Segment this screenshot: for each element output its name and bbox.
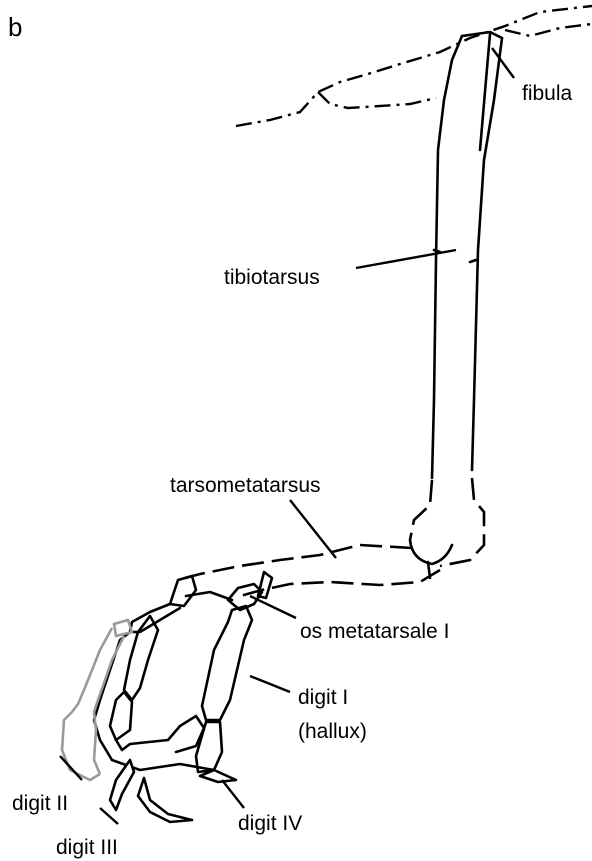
tibiotarsus-bone	[432, 32, 502, 478]
label-fibula: fibula	[522, 82, 573, 105]
label-digit-i: digit I	[298, 686, 348, 709]
leader-lines	[60, 48, 514, 824]
ankle-joint	[410, 478, 484, 578]
label-hallux: (hallux)	[298, 720, 367, 743]
panel-label: b	[8, 12, 22, 42]
digit-i-bones	[196, 572, 272, 782]
label-tarsometatarsus: tarsometatarsus	[170, 474, 321, 497]
tarsometatarsus-bone	[178, 545, 440, 596]
digit-ii-bones	[62, 620, 132, 780]
label-os-metatarsale-i: os metatarsale I	[300, 620, 449, 643]
label-digit-iii: digit III	[56, 836, 118, 859]
digit-iii-iv-bones	[94, 576, 232, 822]
label-digit-ii: digit II	[12, 792, 68, 815]
digit-ii-leader	[60, 756, 82, 780]
digit-i-leader	[250, 676, 290, 692]
tibiotarsus-leader	[356, 250, 456, 268]
digit-iv-leader	[222, 780, 244, 808]
fibula-leader	[492, 48, 514, 78]
label-digit-iv: digit IV	[238, 812, 302, 835]
matrix-edge	[236, 6, 592, 126]
tarsometatarsus-leader	[290, 500, 336, 558]
label-tibiotarsus: tibiotarsus	[224, 266, 320, 289]
os-metatarsale-i-leader	[250, 596, 296, 618]
